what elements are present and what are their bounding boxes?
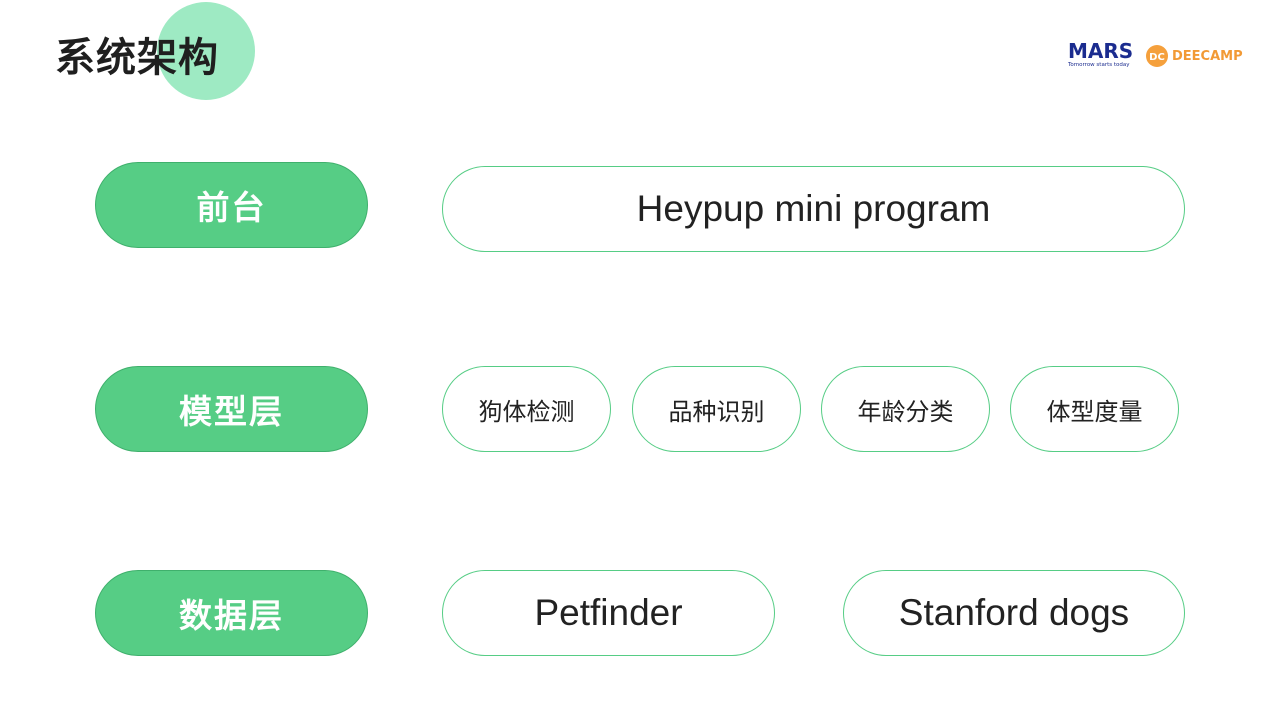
mars-logo: MARS Tomorrow starts today bbox=[1068, 41, 1134, 71]
data-item-stanford-dogs: Stanford dogs bbox=[843, 570, 1185, 656]
deecamp-badge-text: DC bbox=[1149, 52, 1165, 62]
frontend-item-mini-program: Heypup mini program bbox=[442, 166, 1185, 252]
layer-label-model: 模型层 bbox=[95, 366, 368, 452]
mars-wordmark: MARS bbox=[1068, 39, 1134, 63]
page-title: 系统架构 bbox=[55, 35, 219, 81]
deecamp-wordmark: DEECAMP bbox=[1172, 48, 1243, 64]
mars-tagline: Tomorrow starts today bbox=[1068, 62, 1130, 68]
model-item-breed-recognition: 品种识别 bbox=[632, 366, 801, 452]
layer-label-frontend: 前台 bbox=[95, 162, 368, 248]
data-item-petfinder: Petfinder bbox=[442, 570, 775, 656]
decorative-circle bbox=[157, 2, 255, 100]
model-item-dog-detection: 狗体检测 bbox=[442, 366, 611, 452]
deecamp-badge-icon: DC bbox=[1146, 45, 1168, 67]
deecamp-logo: DC DEECAMP bbox=[1146, 44, 1243, 68]
model-item-age-classification: 年龄分类 bbox=[821, 366, 990, 452]
model-item-body-measurement: 体型度量 bbox=[1010, 366, 1179, 452]
layer-label-data: 数据层 bbox=[95, 570, 368, 656]
